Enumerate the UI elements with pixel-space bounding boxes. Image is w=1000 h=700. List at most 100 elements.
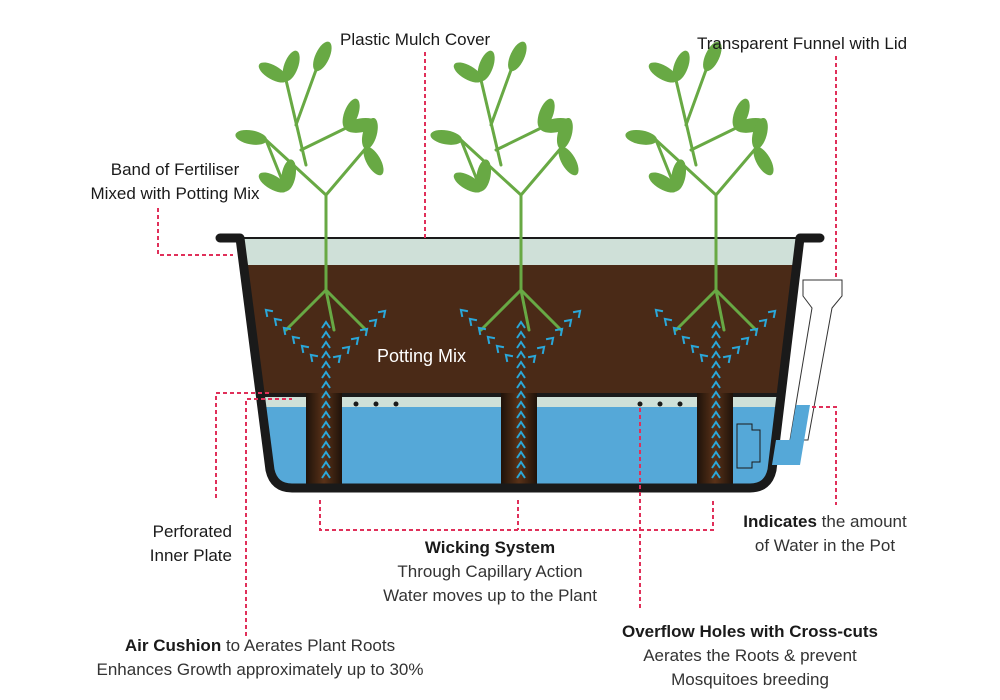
wick-arrow bbox=[711, 380, 721, 389]
wick-arrow bbox=[516, 440, 526, 449]
wick-arrow bbox=[321, 420, 331, 429]
leaf bbox=[537, 98, 555, 130]
wick-arrow bbox=[711, 400, 721, 409]
leaf bbox=[476, 159, 492, 192]
wick-arrow bbox=[554, 327, 564, 337]
stem bbox=[494, 126, 543, 152]
overflow-line1: Aerates the Roots & prevent bbox=[643, 646, 857, 665]
wick-arrow bbox=[663, 317, 673, 327]
stem bbox=[714, 288, 758, 332]
wick-arrow bbox=[359, 327, 369, 337]
wick-arrow bbox=[516, 380, 526, 389]
wick-column-middle bbox=[501, 393, 537, 488]
stem bbox=[264, 138, 328, 197]
wick-arrow bbox=[711, 370, 721, 379]
leaf bbox=[558, 146, 579, 176]
overflow-holes-left bbox=[353, 401, 399, 407]
wick-arrow bbox=[527, 354, 537, 364]
wick-arrow bbox=[516, 340, 526, 349]
water-indicator-label: Indicates the amount of Water in the Pot bbox=[720, 510, 930, 558]
wick-arrow bbox=[545, 336, 555, 346]
wick-arrow bbox=[711, 430, 721, 439]
stem bbox=[714, 146, 758, 197]
wick-arrow bbox=[536, 345, 546, 355]
air-cushion-label: Air Cushion to Aerates Plant Roots Enhan… bbox=[60, 634, 460, 682]
plant-right bbox=[625, 41, 774, 332]
leader-wicking bbox=[319, 500, 714, 531]
wick-arrow bbox=[516, 450, 526, 459]
leaf bbox=[281, 159, 297, 192]
stem bbox=[684, 68, 708, 127]
wick-arrow bbox=[516, 350, 526, 359]
leaf bbox=[258, 172, 288, 193]
wick-arrow bbox=[749, 327, 759, 337]
wicking-title: Wicking System bbox=[424, 538, 556, 557]
wick-arrow bbox=[321, 440, 331, 449]
indicator-bold: Indicates bbox=[743, 512, 817, 531]
leaf bbox=[282, 50, 300, 82]
wick-arrow bbox=[722, 354, 732, 364]
wick-arrow bbox=[654, 308, 664, 318]
stem bbox=[324, 288, 368, 332]
wick-arrow bbox=[282, 326, 292, 336]
leaf bbox=[703, 41, 722, 72]
funnel-label: Transparent Funnel with Lid bbox=[697, 34, 908, 53]
wick-arrow bbox=[477, 326, 487, 336]
wick-arrow bbox=[321, 340, 331, 349]
leaf bbox=[342, 98, 360, 130]
wick-arrow bbox=[495, 344, 505, 354]
leaf bbox=[477, 50, 495, 82]
leaf bbox=[361, 117, 378, 150]
wick-arrow bbox=[516, 330, 526, 339]
stem bbox=[459, 138, 523, 197]
wick-arrow bbox=[486, 335, 496, 345]
wick-arrow bbox=[690, 344, 700, 354]
wick-arrow bbox=[516, 370, 526, 379]
overflow-holes-label: Overflow Holes with Cross-cuts Aerates t… bbox=[590, 620, 910, 692]
wick-arrow bbox=[459, 308, 469, 318]
leaf bbox=[235, 129, 268, 145]
wick-arrow bbox=[711, 390, 721, 399]
wick-arrow bbox=[711, 350, 721, 359]
leaf bbox=[556, 117, 573, 150]
wick-arrow bbox=[309, 353, 319, 363]
wick-arrow bbox=[563, 318, 573, 328]
air-bold: Air Cushion bbox=[124, 636, 222, 655]
wick-arrow bbox=[699, 353, 709, 363]
leaf bbox=[313, 41, 332, 72]
perforated-plate-label: Perforated Inner Plate bbox=[100, 520, 232, 568]
stem bbox=[479, 288, 523, 332]
wick-arrow bbox=[321, 470, 331, 479]
stem bbox=[519, 288, 563, 332]
plant-left bbox=[235, 41, 384, 332]
wick-arrow bbox=[740, 336, 750, 346]
funnel-water bbox=[772, 405, 810, 465]
leader-air-cushion bbox=[245, 398, 292, 636]
wick-arrow bbox=[681, 335, 691, 345]
leader-perforated bbox=[215, 392, 270, 498]
stem bbox=[324, 146, 368, 197]
wick-arrow bbox=[711, 410, 721, 419]
wick-arrow bbox=[321, 320, 331, 329]
leaf bbox=[453, 172, 483, 193]
leaf bbox=[672, 50, 690, 82]
leaf bbox=[258, 62, 288, 83]
wick-arrow bbox=[711, 340, 721, 349]
stem bbox=[294, 68, 318, 127]
wick-arrow bbox=[572, 309, 582, 319]
wick-arrow bbox=[516, 390, 526, 399]
wick-arrow bbox=[516, 360, 526, 369]
potting-mix-label: Potting Mix bbox=[377, 346, 467, 366]
wick-arrow bbox=[731, 345, 741, 355]
stem bbox=[689, 126, 738, 152]
stem bbox=[674, 288, 718, 332]
wick-arrow bbox=[321, 380, 331, 389]
wick-arrow bbox=[291, 335, 301, 345]
wick-arrow bbox=[264, 308, 274, 318]
stem bbox=[714, 288, 726, 332]
perforated-line1: Perforated bbox=[152, 522, 232, 541]
leader-fertiliser bbox=[157, 208, 233, 256]
stem bbox=[519, 288, 531, 332]
stem bbox=[324, 288, 336, 332]
wick-arrow bbox=[368, 318, 378, 328]
